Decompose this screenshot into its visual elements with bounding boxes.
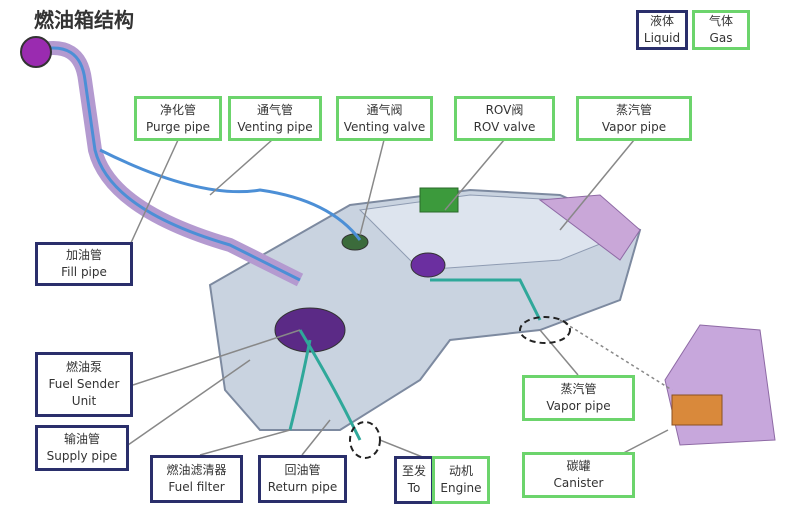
label-text: ROV阀 [485,102,524,117]
label-text: 输油管 [63,432,100,446]
label-text: 至发 [401,464,426,478]
label-text: 气体 [708,14,733,28]
page-title: 燃油箱结构 [34,8,134,32]
label-venting-pipe: 通气管 Venting pipe [228,96,322,141]
legend-gas: 气体 Gas [692,10,750,50]
label-canister: 碳罐 Canister [522,452,635,498]
label-text: Return pipe [267,480,338,494]
label-text: 通气管 [256,102,293,117]
label-return-pipe: 回油管 Return pipe [258,455,347,503]
label-supply-pipe: 输油管 Supply pipe [35,425,129,471]
tank-body [208,187,776,446]
label-text: 蒸汽管 [615,102,652,117]
label-vapor-pipe-top: 蒸汽管 Vapor pipe [576,96,692,141]
label-fuel-filter: 燃油滤清器 Fuel filter [150,455,243,503]
label-venting-valve: 通气阀 Venting valve [336,96,433,141]
label-text: 蒸汽管 [560,382,597,396]
label-text: 碳罐 [566,459,591,473]
label-text: Venting valve [343,119,426,134]
leader-lines [127,139,673,461]
label-text: Vapor pipe [546,399,611,413]
label-purge-pipe: 净化管 Purge pipe [134,96,222,141]
label-text: Liquid [643,31,681,45]
label-text: Fuel Sender [48,377,120,391]
label-text: 液体 [649,14,674,28]
label-text: Purge pipe [145,119,211,134]
label-text: Engine [440,481,482,495]
label-text: 回油管 [284,463,321,477]
label-text: Fuel filter [168,480,225,494]
label-text: 加油管 [65,248,102,262]
label-text: 燃油滤清器 [166,463,227,477]
label-text: Unit [71,394,97,408]
pipe-lines [99,148,542,441]
label-text: ROV valve [473,119,536,134]
label-text: 净化管 [159,102,196,117]
label-text: 通气阀 [366,102,403,117]
label-text: Supply pipe [46,449,118,463]
engine-connector-highlight-circle [349,421,381,459]
label-text: Gas [709,31,733,45]
label-to-engine-liquid: 至发 To [394,456,434,504]
label-text: Venting pipe [237,119,313,134]
label-to-engine-gas: 动机 Engine [432,456,490,504]
label-text: 燃油泵 [65,360,102,374]
label-text: To [407,481,421,495]
label-text: 动机 [448,464,473,478]
label-rov-valve: ROV阀 ROV valve [454,96,555,141]
label-text: Fill pipe [61,265,107,279]
label-text: Vapor pipe [601,119,667,134]
label-text: Canister [553,476,604,490]
legend-liquid: 液体 Liquid [636,10,688,50]
fill-pipe-illustration [20,36,304,287]
vapor-pipe-highlight-circle [519,316,571,344]
label-fill-pipe: 加油管 Fill pipe [35,242,133,286]
label-vapor-pipe-bottom: 蒸汽管 Vapor pipe [522,375,635,421]
